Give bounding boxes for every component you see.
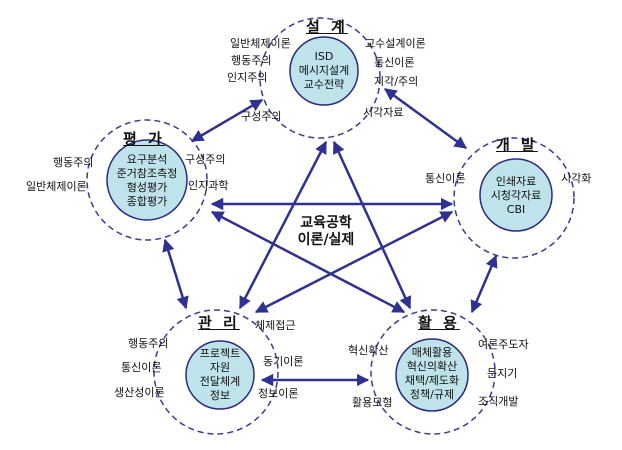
center-line-1: 교육공학 — [300, 215, 352, 231]
design-outer-label: 지각/주의 — [374, 75, 419, 88]
evaluation-inner-item: 요구분석 — [126, 153, 168, 166]
design-outer-label: 행동주의 — [231, 54, 272, 67]
evaluation-outer-circle — [86, 119, 208, 241]
evaluation-outer-label: 구성주의 — [185, 153, 226, 166]
utilization-outer-label: 문지기 — [487, 367, 518, 380]
center-line-2: 이론/실제 — [297, 232, 355, 248]
management-title: 관 리 — [198, 314, 240, 332]
utilization-inner-item: 정책/규제 — [409, 388, 455, 401]
design-outer-label: 교수설계이론 — [365, 37, 426, 50]
utilization-inner-item: 매체활용 — [411, 346, 453, 359]
development-outer-circle — [453, 137, 575, 259]
arrow-development-utilization — [470, 254, 498, 314]
evaluation-inner-item: 준거참조측정 — [116, 167, 178, 180]
arrow-design-evaluation — [190, 98, 264, 143]
management-inner-item: 프로젝트 — [199, 347, 241, 360]
arrow-evaluation-management — [162, 238, 189, 310]
management-outer-label: 체제접근 — [255, 319, 296, 332]
design-inner-text: ISD 메시지설계 교수전략 — [299, 50, 350, 92]
design-outer-label: 일반체제이론 — [230, 37, 291, 50]
utilization-inner-item: 채택/제도화 — [404, 374, 460, 387]
utilization-inner-circle — [395, 338, 469, 412]
development-inner-item: 인쇄자료 — [495, 175, 537, 188]
evaluation-inner-text: 요구분석 준거참조측정 형성평가 종합평가 — [117, 153, 178, 209]
design-title: 설 계 — [306, 18, 348, 36]
arrow-development-management — [254, 210, 454, 314]
design-inner-item: 메시지설계 — [298, 64, 350, 77]
management-outer-label: 동기이론 — [263, 355, 304, 368]
design-outer-label: 시각자료 — [363, 106, 404, 119]
design-outer-label: 통신이론 — [374, 56, 415, 69]
management-inner-item: 자원 — [209, 361, 231, 374]
management-inner-circle — [185, 340, 255, 410]
management-inner-item: 전달체계 — [199, 375, 241, 388]
design-outer-label: 인지주의 — [227, 71, 268, 84]
evaluation-outer-label: 인지과학 — [188, 179, 229, 192]
management-outer-label: 생산성이론 — [114, 386, 165, 399]
design-outer-circle — [259, 17, 381, 139]
development-inner-text: 인쇄자료 시청각자료 CBI — [491, 175, 542, 217]
management-outer-label: 통신이론 — [121, 361, 162, 374]
development-outer-label: 시각화 — [561, 172, 592, 185]
utilization-outer-label: 조직개발 — [478, 395, 519, 408]
evaluation-title: 평 가 — [123, 130, 165, 148]
development-outer-label: 통신이론 — [425, 172, 466, 185]
development-inner-circle — [479, 158, 553, 232]
management-inner-text: 프로젝트 자원 전달체계 정보 — [200, 347, 240, 403]
evaluation-inner-item: 형성평가 — [126, 181, 168, 194]
development-title: 개 발 — [496, 136, 538, 154]
design-inner-item: ISD — [314, 50, 334, 63]
management-outer-label: 행동주의 — [128, 337, 169, 350]
arrow-design-development — [383, 87, 468, 150]
design-inner-circle — [289, 36, 359, 106]
center-label: 교육공학 이론/실제 — [294, 214, 358, 250]
management-outer-label: 정보이론 — [258, 387, 299, 400]
evaluation-inner-circle — [106, 139, 188, 221]
utilization-inner-item: 혁신의확산 — [406, 360, 458, 373]
development-inner-item: CBI — [506, 203, 526, 216]
management-inner-item: 정보 — [209, 389, 231, 402]
evaluation-inner-item: 종합평가 — [126, 195, 168, 208]
evaluation-outer-label: 행동주의 — [53, 156, 94, 169]
utilization-inner-text: 매체활용 혁신의확산 채택/제도화 정책/규제 — [405, 346, 459, 402]
design-outer-label: 구성주의 — [241, 110, 282, 123]
development-inner-item: 시청각자료 — [490, 189, 542, 202]
evaluation-outer-label: 일반체제이론 — [26, 180, 87, 193]
utilization-outer-label: 여론주도자 — [478, 338, 529, 351]
design-inner-item: 교수전략 — [303, 78, 345, 91]
utilization-title: 활 용 — [418, 314, 460, 332]
utilization-outer-label: 활용모형 — [352, 396, 393, 409]
utilization-outer-label: 혁신확산 — [348, 344, 389, 357]
